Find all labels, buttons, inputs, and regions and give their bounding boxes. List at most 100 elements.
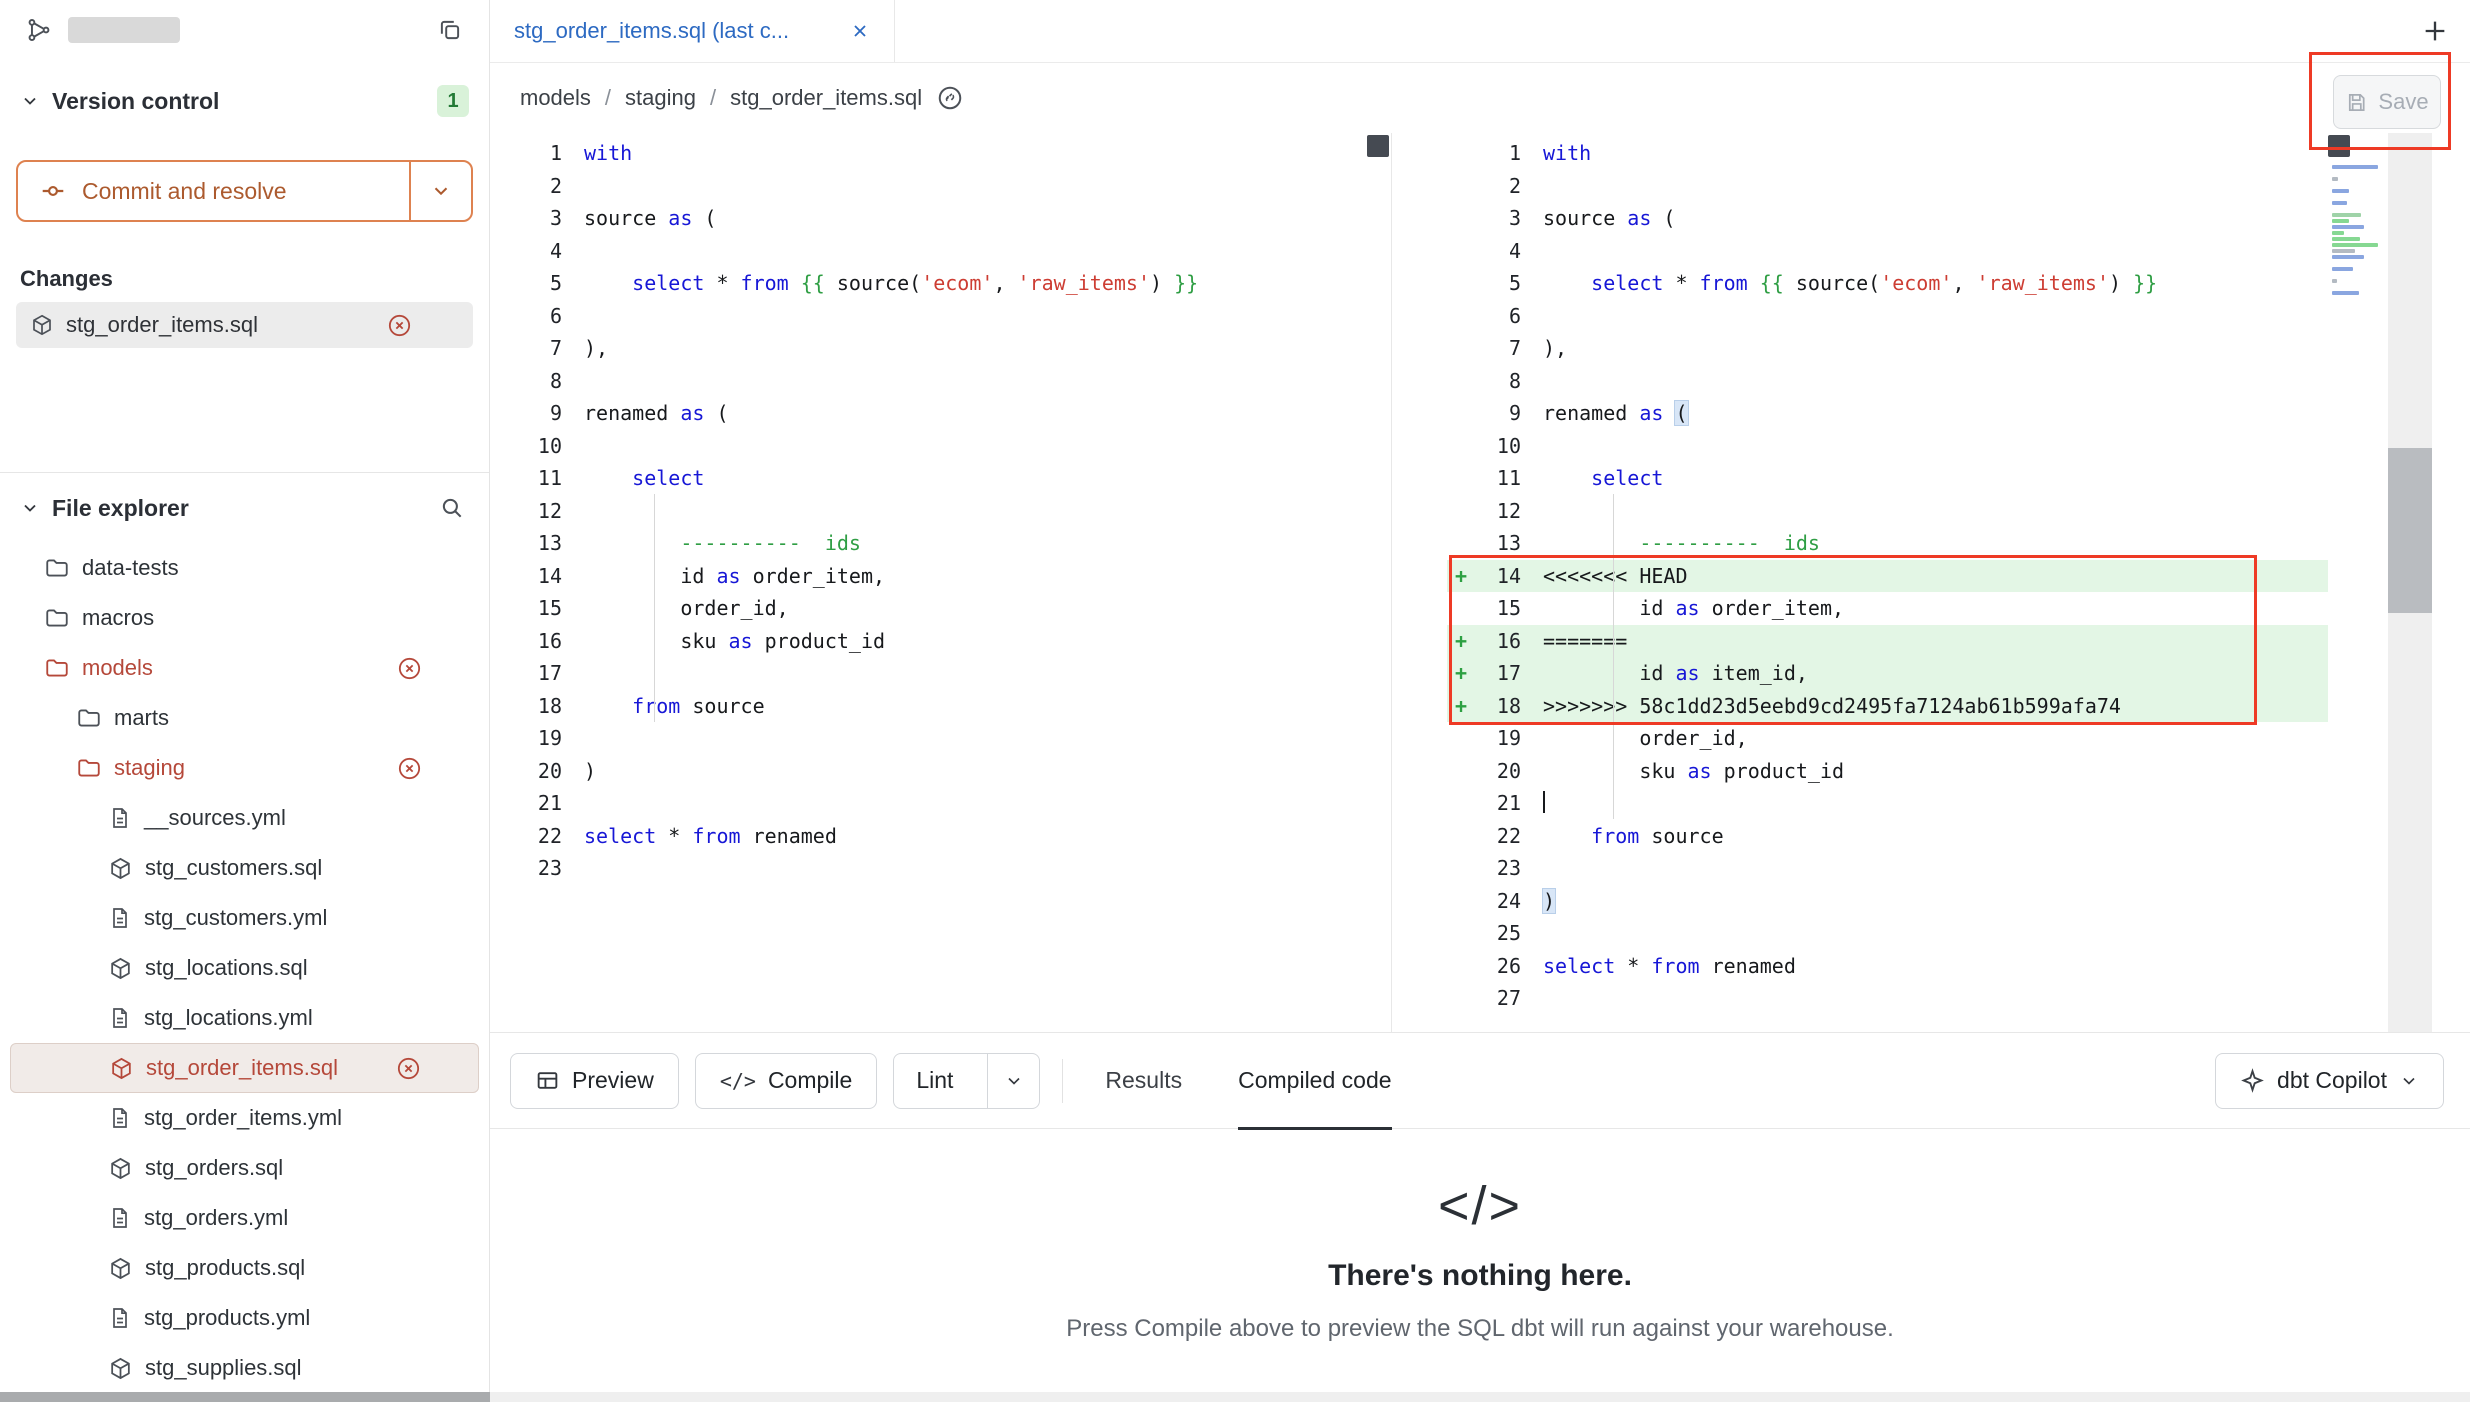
code-line-5[interactable]: 5 select * from {{ source('ecom', 'raw_i… [490, 267, 1391, 300]
code-line-12[interactable]: 12 [1447, 495, 2328, 528]
code-line-13[interactable]: 13 ---------- ids [1447, 527, 2328, 560]
save-button[interactable]: Save [2333, 75, 2441, 129]
code-line-13[interactable]: 13 ---------- ids [490, 527, 1391, 560]
tree-item-stg-supplies-sql[interactable]: stg_supplies.sql [10, 1343, 479, 1393]
discard-change-icon[interactable] [395, 1055, 422, 1082]
lint-button-label[interactable]: Lint [916, 1067, 954, 1093]
code-line-8[interactable]: 8 [490, 365, 1391, 398]
tree-item-stg-products-yml[interactable]: stg_products.yml [10, 1293, 479, 1343]
dbt-copilot-button[interactable]: dbt Copilot [2215, 1052, 2444, 1109]
editor-tab[interactable]: stg_order_items.sql (last c... [490, 0, 895, 62]
code-line-12[interactable]: 12 [490, 495, 1391, 528]
lint-button[interactable]: Lint [893, 1052, 1041, 1109]
tree-item-stg-products-sql[interactable]: stg_products.sql [10, 1243, 479, 1293]
discard-change-icon[interactable] [396, 655, 423, 682]
tree-item-stg-locations-yml[interactable]: stg_locations.yml [10, 993, 479, 1043]
new-tab-icon[interactable] [2400, 0, 2470, 62]
code-line-11[interactable]: 11 select [1447, 462, 2328, 495]
close-tab-icon[interactable] [850, 21, 870, 41]
code-line-15[interactable]: 15 order_id, [490, 592, 1391, 625]
tree-item-marts[interactable]: marts [10, 693, 479, 743]
code-line-4[interactable]: 4 [1447, 235, 2328, 268]
discard-change-icon[interactable] [386, 312, 413, 339]
code-line-7[interactable]: 7), [490, 332, 1391, 365]
code-line-27[interactable]: 27 [1447, 982, 2328, 1015]
code-line-8[interactable]: 8 [1447, 365, 2328, 398]
code-line-2[interactable]: 2 [1447, 170, 2328, 203]
code-line-2[interactable]: 2 [490, 170, 1391, 203]
code-line-18[interactable]: +18>>>>>>> 58c1dd23d5eebd9cd2495fa7124ab… [1447, 689, 2328, 722]
minimap[interactable] [2328, 133, 2388, 1032]
code-line-6[interactable]: 6 [1447, 300, 2328, 333]
breadcrumb-staging[interactable]: staging [625, 85, 696, 110]
changed-file-row[interactable]: stg_order_items.sql [16, 302, 473, 348]
code-line-21[interactable]: 21 [490, 787, 1391, 820]
code-line-15[interactable]: 15 id as order_item, [1447, 592, 2328, 625]
tree-item-macros[interactable]: macros [10, 593, 479, 643]
tree-item-stg-customers-yml[interactable]: stg_customers.yml [10, 893, 479, 943]
code-line-17[interactable]: 17 [490, 657, 1391, 690]
code-line-14[interactable]: 14 id as order_item, [490, 560, 1391, 593]
vertical-scrollbar[interactable] [2388, 133, 2432, 1032]
code-line-6[interactable]: 6 [490, 300, 1391, 333]
scrollbar-thumb[interactable] [2388, 448, 2432, 613]
code-line-7[interactable]: 7), [1447, 332, 2328, 365]
code-line-19[interactable]: 19 [490, 722, 1391, 755]
tree-item-stg-locations-sql[interactable]: stg_locations.sql [10, 943, 479, 993]
tree-item-stg-order-items-sql[interactable]: stg_order_items.sql [10, 1043, 479, 1093]
tree-item-stg-orders-yml[interactable]: stg_orders.yml [10, 1193, 479, 1243]
preview-button[interactable]: Preview [510, 1052, 679, 1109]
code-line-20[interactable]: 20 sku as product_id [1447, 755, 2328, 788]
lint-options-caret[interactable] [987, 1053, 1039, 1108]
code-line-18[interactable]: 18 from source [490, 690, 1391, 723]
tree-item-stg-customers-sql[interactable]: stg_customers.sql [10, 843, 479, 893]
search-icon[interactable] [439, 495, 465, 521]
file-explorer-header[interactable]: File explorer [0, 473, 489, 543]
code-line-14[interactable]: +14<<<<<<< HEAD [1447, 559, 2328, 592]
code-line-10[interactable]: 10 [490, 430, 1391, 463]
code-line-11[interactable]: 11 select [490, 462, 1391, 495]
tree-item-stg-order-items-yml[interactable]: stg_order_items.yml [10, 1093, 479, 1143]
commit-options-caret[interactable] [409, 162, 471, 220]
link-icon[interactable] [936, 84, 964, 112]
code-line-20[interactable]: 20) [490, 755, 1391, 788]
horizontal-scrollbar[interactable] [0, 1392, 2470, 1402]
code-line-24[interactable]: 24) [1447, 885, 2328, 918]
version-control-section-header[interactable]: Version control 1 [0, 68, 489, 134]
copy-icon[interactable] [437, 17, 463, 43]
code-line-10[interactable]: 10 [1447, 430, 2328, 463]
code-line-17[interactable]: +17 id as item_id, [1447, 657, 2328, 690]
discard-change-icon[interactable] [396, 755, 423, 782]
breadcrumb-file[interactable]: stg_order_items.sql [730, 85, 923, 110]
tree-item-models[interactable]: models [10, 643, 479, 693]
code-line-5[interactable]: 5 select * from {{ source('ecom', 'raw_i… [1447, 267, 2328, 300]
commit-and-resolve-button[interactable]: Commit and resolve [16, 160, 473, 222]
tree-item-stg-orders-sql[interactable]: stg_orders.sql [10, 1143, 479, 1193]
code-line-19[interactable]: 19 order_id, [1447, 722, 2328, 755]
breadcrumb-models[interactable]: models [520, 85, 591, 110]
code-line-16[interactable]: 16 sku as product_id [490, 625, 1391, 658]
compile-button[interactable]: </> Compile [694, 1052, 878, 1109]
tab-compiled-code[interactable]: Compiled code [1210, 1033, 1419, 1130]
tree-item--sources-yml[interactable]: __sources.yml [10, 793, 479, 843]
scrollbar-thumb[interactable] [0, 1392, 490, 1402]
code-line-22[interactable]: 22 from source [1447, 820, 2328, 853]
tree-item-staging[interactable]: staging [10, 743, 479, 793]
tree-item-data-tests[interactable]: data-tests [10, 543, 479, 593]
code-line-23[interactable]: 23 [1447, 852, 2328, 885]
tab-results[interactable]: Results [1077, 1033, 1210, 1129]
code-line-25[interactable]: 25 [1447, 917, 2328, 950]
code-line-16[interactable]: +16======= [1447, 624, 2328, 657]
lineage-icon[interactable] [26, 17, 52, 43]
code-line-23[interactable]: 23 [490, 852, 1391, 885]
